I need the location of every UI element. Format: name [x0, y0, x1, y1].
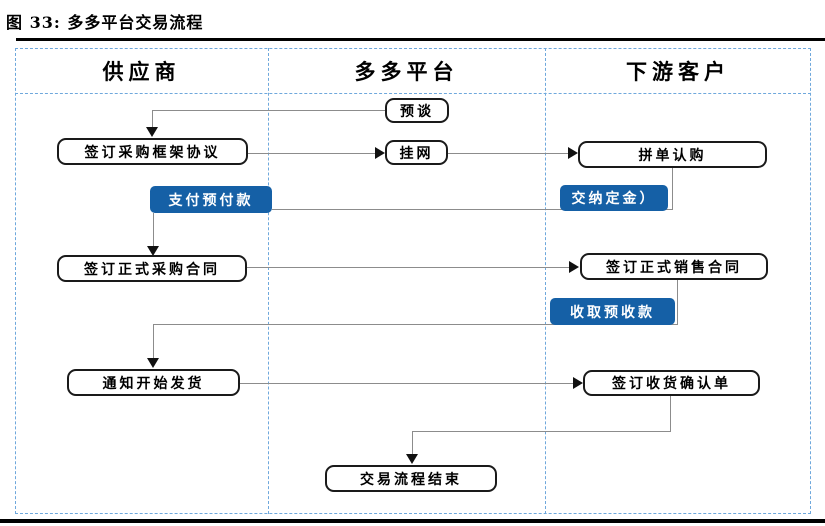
arrowhead-down-icon [147, 358, 159, 368]
lane-divider-2 [545, 48, 546, 514]
connector-notify-receipt [240, 383, 574, 384]
connector-notify-down [153, 324, 154, 358]
arrowhead-right-icon [375, 147, 385, 159]
node-process-end: 交易流程结束 [325, 465, 497, 492]
connector-sales-down [677, 280, 678, 324]
connector-collect-left [153, 324, 678, 325]
label-collect-advance-receipt: 收取预收款 [550, 298, 675, 325]
connector-listonline-grouporder [448, 153, 568, 154]
lane-header-underline [15, 93, 811, 94]
node-sign-formal-purchase-contract: 签订正式采购合同 [57, 255, 247, 282]
node-notify-start-shipping: 通知开始发货 [67, 369, 240, 396]
node-sign-framework-agreement: 签订采购框架协议 [57, 138, 248, 165]
arrowhead-down-icon [146, 127, 158, 137]
connector-receipt-down [670, 396, 671, 432]
connector-advance-down [153, 213, 154, 247]
node-pre-talk: 预谈 [385, 98, 449, 123]
connector-end-h [412, 431, 671, 432]
arrowhead-down-icon [147, 246, 159, 256]
connector-purchase-sales [247, 267, 569, 268]
title-divider-rule [16, 38, 825, 41]
node-sign-receipt-confirmation: 签订收货确认单 [583, 370, 760, 396]
arrowhead-right-icon [569, 261, 579, 273]
figure-title: 图 33: 多多平台交易流程 [6, 13, 204, 32]
connector-pretalk-h [152, 110, 385, 111]
connector-deposit-advance [272, 209, 673, 210]
node-group-order-purchase: 拼单认购 [578, 141, 767, 168]
lane-header-platform: 多多平台 [354, 59, 459, 84]
node-sign-formal-sales-contract: 签订正式销售合同 [580, 253, 768, 280]
label-pay-deposit: 交纳定金） [560, 185, 668, 211]
connector-grouporder-down [672, 168, 673, 209]
arrowhead-down-icon [406, 454, 418, 464]
connector-framework-listonline [248, 153, 376, 154]
lane-divider-1 [268, 48, 269, 514]
figure-bottom-rule [0, 519, 825, 523]
connector-end-v [412, 431, 413, 455]
arrowhead-right-icon [573, 377, 583, 389]
connector-pretalk-v [152, 110, 153, 128]
lane-header-supplier: 供应商 [102, 59, 181, 84]
lane-header-customer: 下游客户 [626, 59, 730, 84]
node-list-online: 挂网 [385, 140, 448, 165]
swimlane-frame [15, 48, 811, 514]
arrowhead-right-icon [568, 147, 578, 159]
label-pay-advance-payment: 支付预付款 [150, 186, 272, 213]
